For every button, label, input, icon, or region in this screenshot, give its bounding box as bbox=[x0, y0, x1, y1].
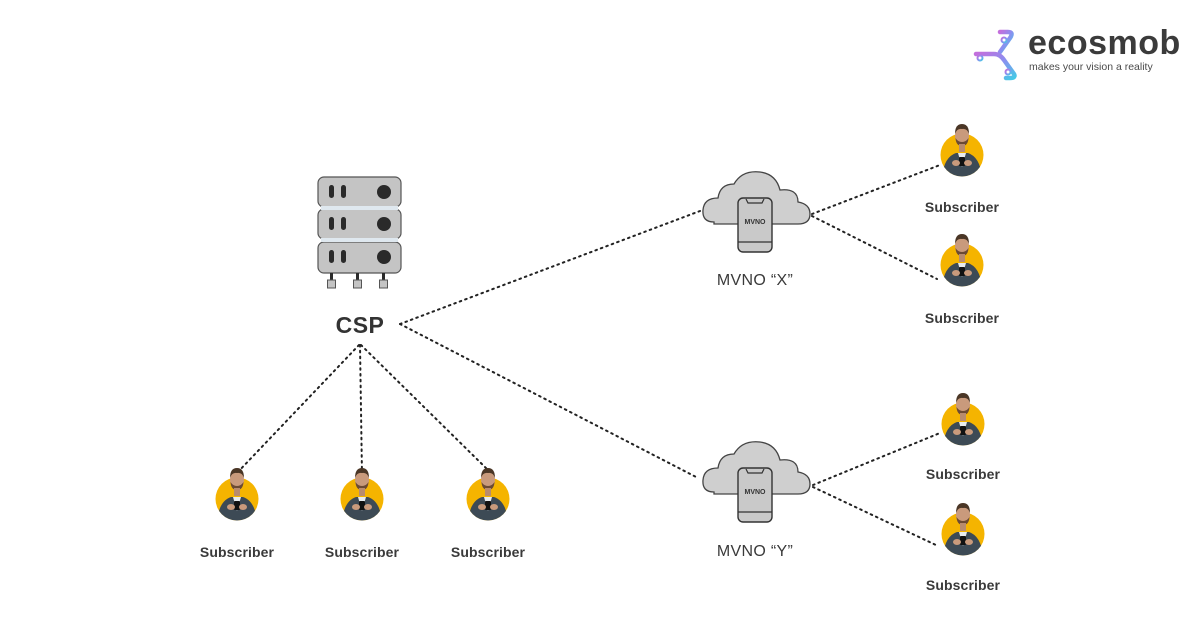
subscriber-label: Subscriber bbox=[924, 199, 1000, 215]
brand-tagline: makes your vision a reality bbox=[1029, 61, 1153, 73]
subscriber-label: Subscriber bbox=[199, 544, 275, 560]
mvno-badge-text: MVNO bbox=[745, 219, 767, 226]
edge-csp-sub-2 bbox=[359, 344, 363, 476]
edge-x-sub-1 bbox=[811, 164, 941, 215]
subscriber-avatar-icon bbox=[464, 463, 512, 526]
edge-csp-sub-1 bbox=[235, 344, 360, 475]
edge-x-sub-2 bbox=[811, 215, 938, 280]
mvno-y-label: MVNO “Y” bbox=[716, 543, 794, 560]
subscriber-avatar-icon bbox=[938, 119, 986, 182]
cloud-phone-icon: MVNO bbox=[702, 441, 811, 523]
subscriber-label: Subscriber bbox=[925, 577, 1001, 593]
subscriber-avatar-icon bbox=[939, 498, 987, 561]
edge-csp-sub-3 bbox=[360, 344, 490, 472]
subscriber-avatar-icon bbox=[338, 463, 386, 526]
subscriber-avatar-icon bbox=[938, 229, 986, 292]
edge-y-sub-1 bbox=[812, 432, 941, 486]
server-rack-icon bbox=[317, 176, 402, 289]
mvno-badge-text: MVNO bbox=[745, 489, 767, 496]
subscriber-avatar-icon bbox=[939, 388, 987, 451]
subscriber-avatar-icon bbox=[213, 463, 261, 526]
edge-csp-mvno-x bbox=[399, 210, 701, 325]
subscriber-label: Subscriber bbox=[925, 466, 1001, 482]
tri-node-icon bbox=[973, 29, 1017, 81]
mvno-x-label: MVNO “X” bbox=[716, 272, 794, 289]
subscriber-label: Subscriber bbox=[450, 544, 526, 560]
edge-y-sub-2 bbox=[812, 486, 939, 547]
brand-name: ecosmob bbox=[1028, 24, 1181, 62]
subscriber-label: Subscriber bbox=[924, 310, 1000, 326]
csp-label: CSP bbox=[335, 312, 385, 338]
cloud-phone-icon: MVNO bbox=[702, 171, 811, 253]
subscriber-label: Subscriber bbox=[324, 544, 400, 560]
edge-csp-mvno-y bbox=[399, 323, 699, 479]
